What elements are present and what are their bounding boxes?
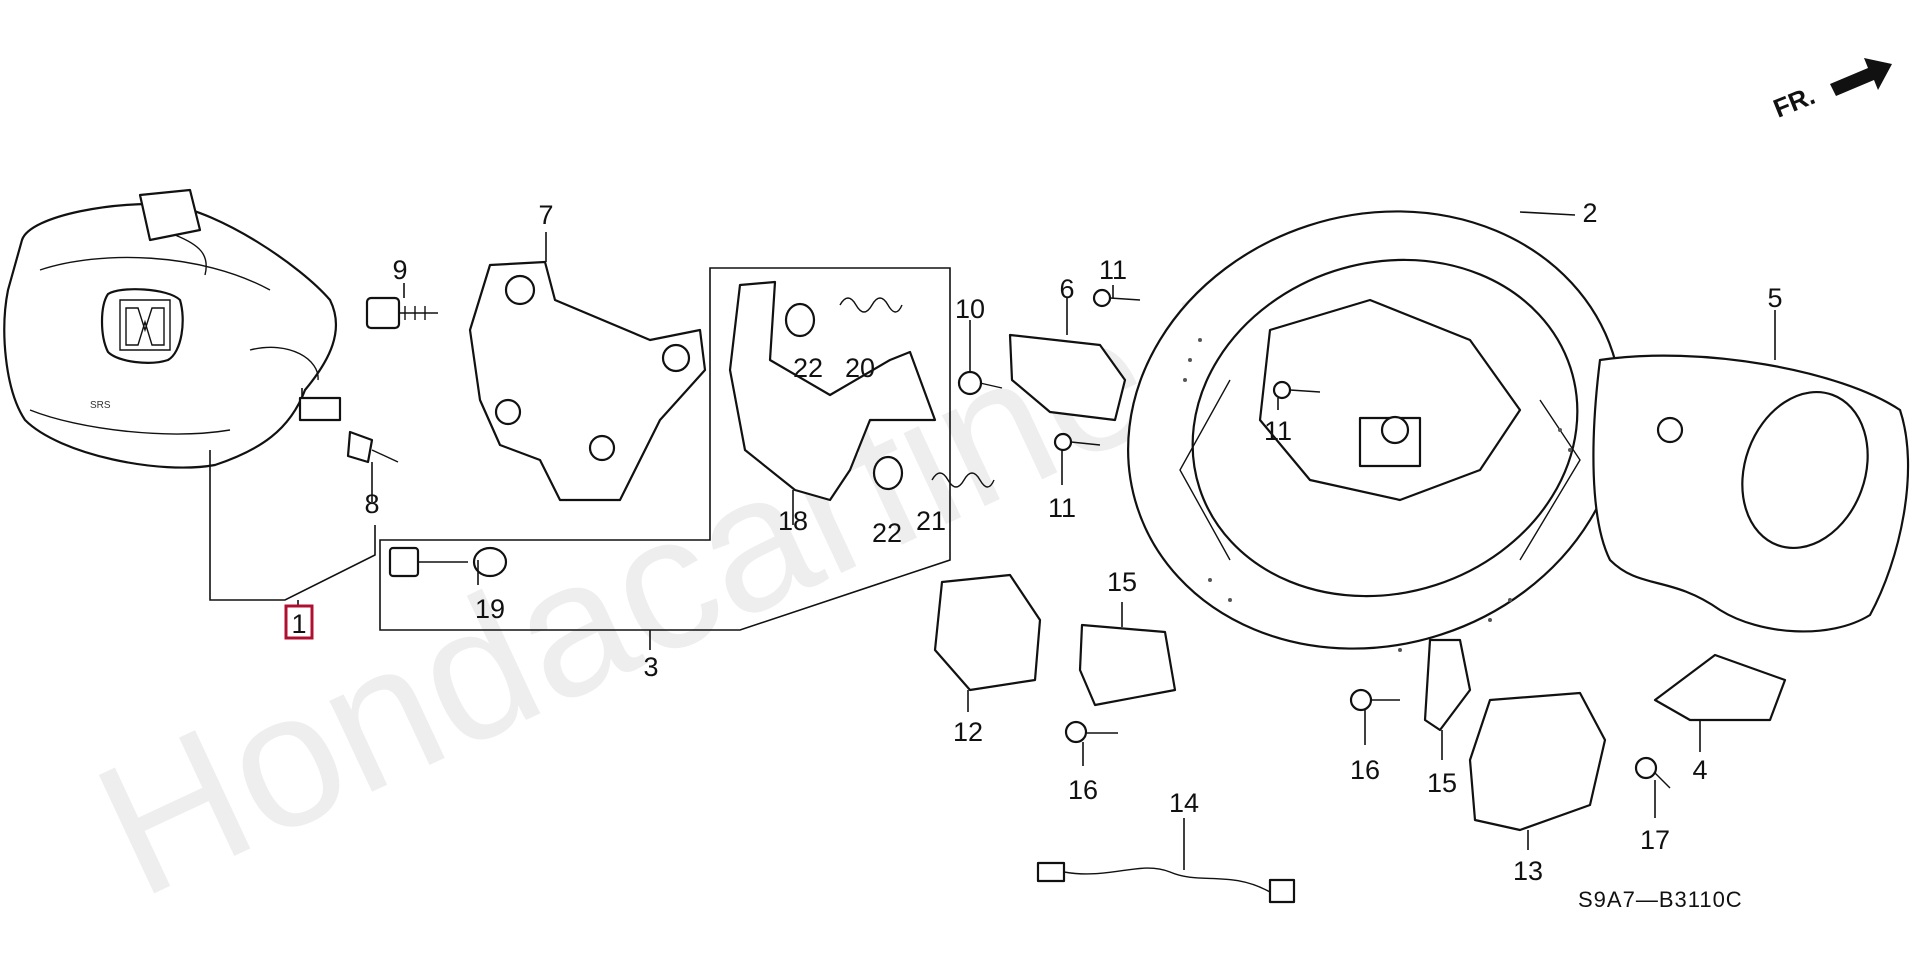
- screw-11-upper: [1092, 288, 1141, 308]
- callout-19[interactable]: 19: [475, 594, 505, 624]
- switch-bracket-15-left: [1078, 623, 1177, 707]
- callout-15-right[interactable]: 15: [1427, 768, 1457, 798]
- callout-1[interactable]: 1: [291, 609, 306, 639]
- mounting-plate-18: [728, 280, 937, 502]
- callout-4[interactable]: 4: [1692, 755, 1707, 785]
- rear-cover: [1592, 354, 1910, 633]
- front-direction-indicator: FR.: [1769, 58, 1892, 124]
- callout-11-upper[interactable]: 11: [1099, 255, 1127, 285]
- screw-11-lower: [1053, 432, 1101, 452]
- cancel-switch-6: [1008, 333, 1127, 422]
- diagram-code: S9A7—B3110C: [1578, 887, 1743, 912]
- callout-14[interactable]: 14: [1169, 788, 1199, 818]
- spring-21: [931, 472, 995, 488]
- callout-1-highlight-box: [284, 604, 314, 640]
- callout-3[interactable]: 3: [643, 652, 658, 682]
- callout-22-lower[interactable]: 22: [872, 518, 902, 548]
- callout-12[interactable]: 12: [953, 717, 983, 747]
- callout-22-upper[interactable]: 22: [793, 353, 823, 383]
- svg-text:SRS: SRS: [90, 400, 111, 411]
- callout-16-right[interactable]: 16: [1350, 755, 1380, 785]
- screw-8: [346, 430, 399, 464]
- callout-20[interactable]: 20: [845, 353, 875, 383]
- callout-2[interactable]: 2: [1582, 198, 1597, 228]
- wire-harness-14: [1036, 861, 1296, 904]
- bolt-9: [365, 296, 438, 330]
- callout-13[interactable]: 13: [1513, 856, 1543, 886]
- switch-12: [933, 573, 1042, 692]
- callout-16-left[interactable]: 16: [1068, 775, 1098, 805]
- callout-5[interactable]: 5: [1767, 283, 1782, 313]
- lower-cover-4: [1653, 653, 1787, 722]
- cruise-switch-13: [1468, 691, 1607, 832]
- nut-22-upper: [784, 302, 816, 338]
- bolt-16-left: [1064, 720, 1118, 744]
- front-arrow-icon: [1830, 58, 1892, 96]
- callout-7[interactable]: 7: [538, 200, 553, 230]
- callout-8[interactable]: 8: [364, 489, 379, 519]
- callout-6[interactable]: 6: [1059, 274, 1074, 304]
- callout-17[interactable]: 17: [1640, 825, 1670, 855]
- nut-22-lower: [872, 455, 904, 491]
- steering-wheel: [1127, 210, 1623, 652]
- callout-21[interactable]: 21: [916, 506, 946, 536]
- spring-20: [839, 297, 903, 313]
- airbag-module: SRS: [3, 188, 342, 469]
- callout-10[interactable]: 10: [955, 294, 985, 324]
- callout-11-middle[interactable]: 11: [1264, 416, 1292, 446]
- leader-lines: [301, 211, 1776, 870]
- front-direction-label: FR.: [1769, 80, 1819, 124]
- callout-15-left[interactable]: 15: [1107, 567, 1137, 597]
- bolt-16-right: [1349, 688, 1400, 712]
- screw-11-middle: [1272, 380, 1321, 400]
- switch-plate: [468, 260, 707, 502]
- switch-bracket-15-right: [1423, 638, 1472, 732]
- bolt-19: [388, 546, 508, 578]
- callout-11-lower[interactable]: 11: [1048, 493, 1076, 523]
- callout-18[interactable]: 18: [778, 506, 808, 536]
- callout-9[interactable]: 9: [392, 255, 407, 285]
- assembly-1-bracket: [209, 450, 376, 601]
- assembly-3-bracket: [379, 267, 951, 650]
- bolt-17: [1634, 756, 1671, 789]
